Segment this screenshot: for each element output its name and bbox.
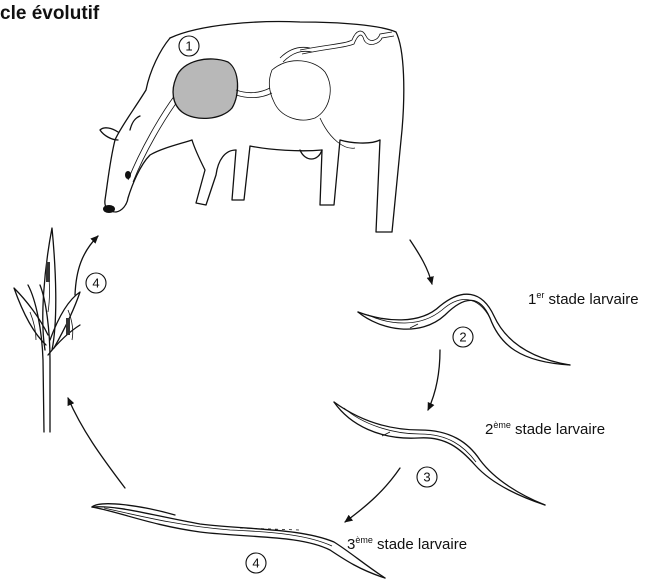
larva-stage-3 [92,504,385,578]
arrow-stage3-to-grass [68,398,125,488]
cow-illustration [100,22,404,232]
cycle-arrows [68,236,440,522]
marker-4-grass: 4 [86,273,106,293]
svg-text:1: 1 [185,39,192,54]
stage-label-1: 1er stade larvaire [528,290,639,308]
marker-1: 1 [179,36,199,56]
stage-label-3: 3ème stade larvaire [347,535,467,553]
arrow-stage2-to-stage3 [345,468,400,522]
marker-4-larva: 4 [246,553,266,573]
arrow-stage1-to-stage2 [428,350,440,410]
marker-2: 2 [453,327,473,347]
svg-text:4: 4 [92,276,99,291]
svg-text:2: 2 [459,330,466,345]
larva-stage-2 [334,402,545,505]
arrow-cow-to-stage1 [410,240,432,284]
svg-text:3: 3 [423,470,430,485]
marker-3: 3 [417,467,437,487]
svg-text:4: 4 [252,556,259,571]
stage-label-2: 2ème stade larvaire [485,420,605,438]
